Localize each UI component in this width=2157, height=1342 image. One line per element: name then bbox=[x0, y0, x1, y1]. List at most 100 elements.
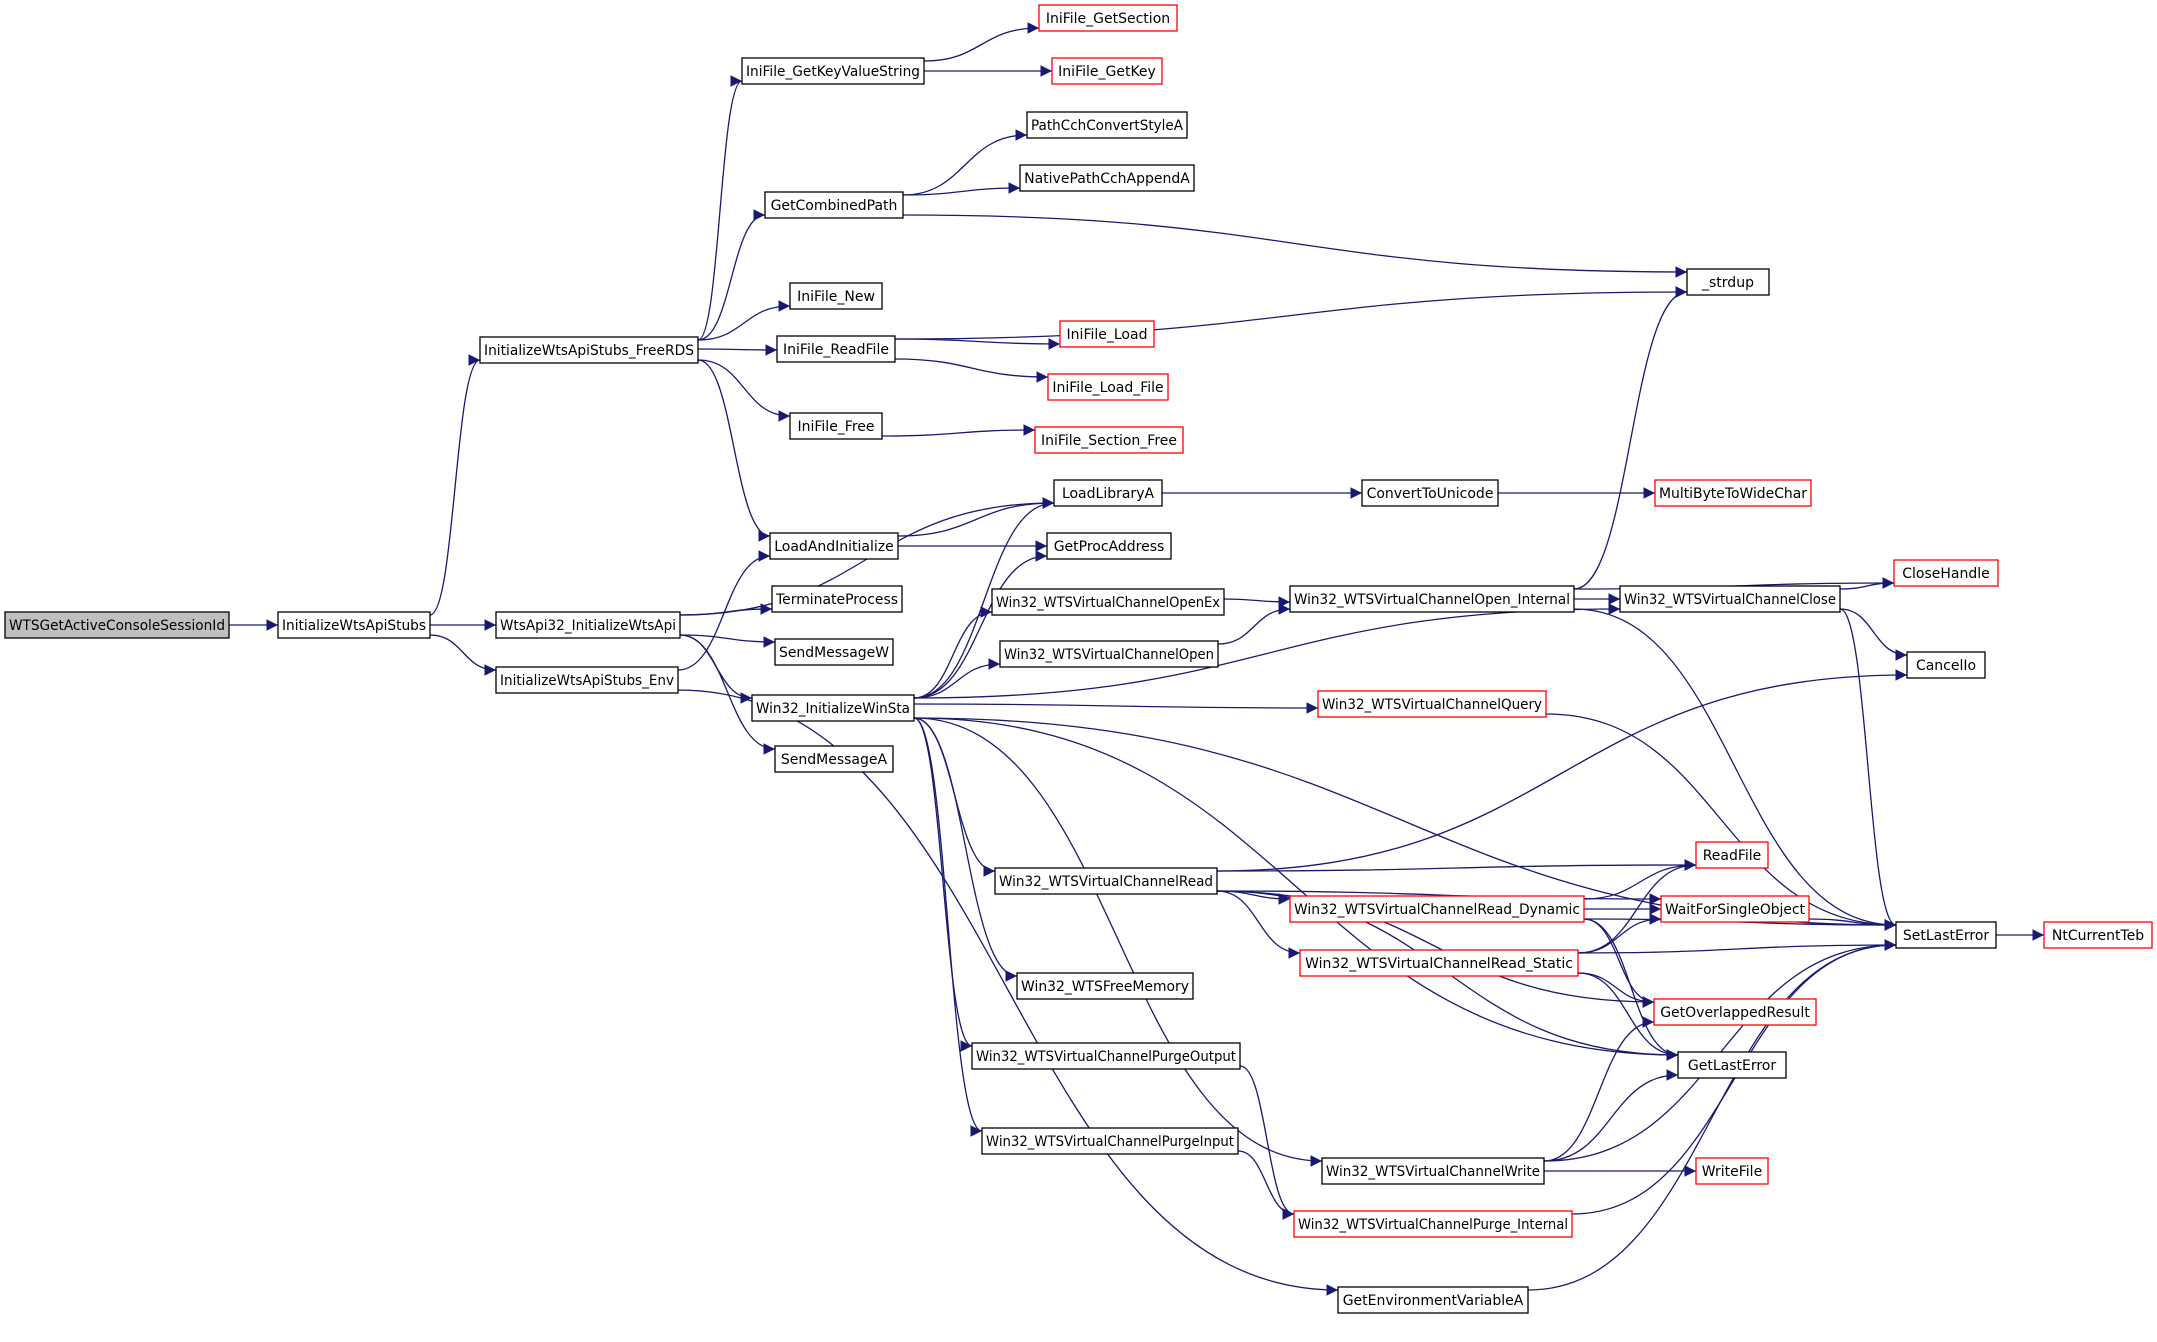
node-inireadfile[interactable]: IniFile_ReadFile bbox=[776, 335, 896, 363]
edge-close-to-closehandle bbox=[1839, 577, 1895, 590]
node-label: Win32_WTSVirtualChannelOpen bbox=[1004, 647, 1214, 663]
node-readdyn[interactable]: Win32_WTSVirtualChannelRead_Dynamic bbox=[1289, 895, 1585, 923]
node-iwas[interactable]: InitializeWtsApiStubs bbox=[277, 611, 431, 639]
node-getkey[interactable]: IniFile_GetKey bbox=[1051, 57, 1163, 85]
node-nativeappend[interactable]: NativePathCchAppendA bbox=[1019, 164, 1195, 192]
node-cancelio[interactable]: CancelIo bbox=[1906, 651, 1986, 679]
node-box bbox=[751, 694, 915, 722]
edge-initwinsta-to-getlasterr bbox=[913, 717, 1679, 1061]
node-openex[interactable]: Win32_WTSVirtualChannelOpenEx bbox=[991, 588, 1225, 616]
node-iniload[interactable]: IniFile_Load bbox=[1059, 320, 1155, 348]
node-secfree[interactable]: IniFile_Section_Free bbox=[1034, 426, 1184, 454]
node-label: Win32_InitializeWinSta bbox=[756, 701, 910, 717]
node-sendmsga[interactable]: SendMessageA bbox=[774, 745, 894, 773]
node-sendmsgw[interactable]: SendMessageW bbox=[774, 638, 894, 666]
node-read[interactable]: Win32_WTSVirtualChannelRead bbox=[994, 867, 1218, 895]
node-box bbox=[981, 1127, 1239, 1155]
node-purgeint[interactable]: Win32_WTSVirtualChannelPurge_Internal bbox=[1293, 1210, 1573, 1238]
node-pathstyle[interactable]: PathCchConvertStyleA bbox=[1026, 111, 1188, 139]
node-box bbox=[741, 57, 925, 85]
edge-initwinsta-to-loadlib bbox=[913, 497, 1055, 699]
node-iniloadfile[interactable]: IniFile_Load_File bbox=[1047, 373, 1169, 401]
node-inifree[interactable]: IniFile_Free bbox=[789, 412, 883, 440]
node-getproc[interactable]: GetProcAddress bbox=[1046, 532, 1172, 560]
node-readfile[interactable]: ReadFile bbox=[1695, 841, 1769, 869]
node-env[interactable]: InitializeWtsApiStubs_Env bbox=[495, 666, 679, 694]
node-label: ConvertToUnicode bbox=[1367, 486, 1494, 502]
edge-readstat-to-setlasterr bbox=[1577, 939, 1897, 954]
node-box bbox=[1653, 998, 1817, 1026]
edge-initwinsta-to-query bbox=[913, 702, 1319, 714]
node-purgeout[interactable]: Win32_WTSVirtualChannelPurgeOutput bbox=[971, 1042, 1241, 1070]
edge-env-to-loadinit bbox=[677, 550, 771, 671]
node-label: Win32_WTSVirtualChannelPurgeInput bbox=[986, 1134, 1234, 1150]
node-box bbox=[1895, 921, 1997, 949]
edge-open-to-openint bbox=[1217, 603, 1291, 645]
node-strdup[interactable]: _strdup bbox=[1686, 268, 1770, 296]
node-writefile[interactable]: WriteFile bbox=[1695, 1157, 1769, 1185]
node-box bbox=[495, 611, 681, 639]
node-loadlib[interactable]: LoadLibraryA bbox=[1053, 479, 1163, 507]
node-waitso[interactable]: WaitForSingleObject bbox=[1660, 895, 1810, 923]
node-label: GetProcAddress bbox=[1054, 539, 1165, 555]
edge-readstat-to-getlasterr bbox=[1577, 972, 1679, 1061]
edge-iwas-to-env bbox=[429, 634, 497, 676]
edge-initwinsta-to-getproc bbox=[913, 550, 1048, 699]
node-purgein[interactable]: Win32_WTSVirtualChannelPurgeInput bbox=[981, 1127, 1239, 1155]
edge-purgein-to-purgeint bbox=[1237, 1150, 1295, 1220]
node-ininew[interactable]: IniFile_New bbox=[789, 282, 883, 310]
edge-write-to-getlasterr bbox=[1543, 1069, 1679, 1162]
edge-write-to-getovres bbox=[1543, 1016, 1655, 1162]
node-setlasterr[interactable]: SetLastError bbox=[1895, 921, 1997, 949]
node-getlasterr[interactable]: GetLastError bbox=[1677, 1051, 1787, 1079]
node-conv[interactable]: ConvertToUnicode bbox=[1361, 479, 1499, 507]
node-label: GetOverlappedResult bbox=[1660, 1005, 1810, 1021]
edge-loadinit-to-loadlib bbox=[897, 497, 1055, 537]
node-box bbox=[1695, 1157, 1769, 1185]
node-box bbox=[495, 666, 679, 694]
edge-inireadfile-to-strdup bbox=[894, 286, 1688, 340]
edge-query-to-setlasterr bbox=[1545, 713, 1897, 931]
node-openint[interactable]: Win32_WTSVirtualChannelOpen_Internal bbox=[1289, 585, 1575, 613]
node-label: InitializeWtsApiStubs_FreeRDS bbox=[484, 343, 694, 359]
node-freemem[interactable]: Win32_WTSFreeMemory bbox=[1016, 972, 1194, 1000]
node-close[interactable]: Win32_WTSVirtualChannelClose bbox=[1619, 585, 1841, 613]
node-freerds[interactable]: InitializeWtsApiStubs_FreeRDS bbox=[479, 336, 699, 364]
node-box bbox=[1051, 57, 1163, 85]
node-readstat[interactable]: Win32_WTSVirtualChannelRead_Static bbox=[1299, 949, 1579, 977]
node-getenv[interactable]: GetEnvironmentVariableA bbox=[1337, 1286, 1529, 1314]
edge-getenv-to-setlasterr bbox=[1527, 939, 1897, 1291]
node-ntcurteb[interactable]: NtCurrentTeb bbox=[2043, 921, 2153, 949]
edge-read-to-readstat bbox=[1216, 890, 1301, 959]
node-label: MultiByteToWideChar bbox=[1659, 486, 1807, 502]
node-getcomb[interactable]: GetCombinedPath bbox=[764, 191, 904, 219]
node-box bbox=[1047, 373, 1169, 401]
node-mbtowc[interactable]: MultiByteToWideChar bbox=[1654, 479, 1812, 507]
node-loadinit[interactable]: LoadAndInitialize bbox=[769, 532, 899, 560]
node-getsection[interactable]: IniFile_GetSection bbox=[1038, 4, 1178, 32]
node-label: Win32_WTSVirtualChannelClose bbox=[1624, 592, 1836, 608]
node-getovres[interactable]: GetOverlappedResult bbox=[1653, 998, 1817, 1026]
node-label: _strdup bbox=[1701, 275, 1754, 291]
node-box bbox=[789, 282, 883, 310]
node-label: IniFile_Section_Free bbox=[1041, 433, 1177, 449]
node-open[interactable]: Win32_WTSVirtualChannelOpen bbox=[999, 640, 1219, 668]
edge-iwas-to-freerds bbox=[429, 354, 481, 616]
node-box bbox=[764, 191, 904, 219]
node-box bbox=[774, 745, 894, 773]
node-query[interactable]: Win32_WTSVirtualChannelQuery bbox=[1317, 690, 1547, 718]
node-write[interactable]: Win32_WTSVirtualChannelWrite bbox=[1321, 1157, 1545, 1185]
edge-initwinsta-to-purgein bbox=[913, 717, 983, 1137]
node-box bbox=[1677, 1051, 1787, 1079]
edge-readstat-to-waitso bbox=[1577, 913, 1662, 954]
node-wtsapi32[interactable]: WtsApi32_InitializeWtsApi bbox=[495, 611, 681, 639]
node-getkvs[interactable]: IniFile_GetKeyValueString bbox=[741, 57, 925, 85]
node-closehandle[interactable]: CloseHandle bbox=[1893, 559, 1999, 587]
node-box bbox=[1289, 895, 1585, 923]
node-termproc[interactable]: TerminateProcess bbox=[771, 585, 903, 613]
edge-wtsapi32-to-termproc bbox=[679, 603, 773, 616]
node-initwinsta[interactable]: Win32_InitializeWinSta bbox=[751, 694, 915, 722]
node-box bbox=[1695, 841, 1769, 869]
node-label: Win32_WTSVirtualChannelQuery bbox=[1322, 697, 1542, 713]
